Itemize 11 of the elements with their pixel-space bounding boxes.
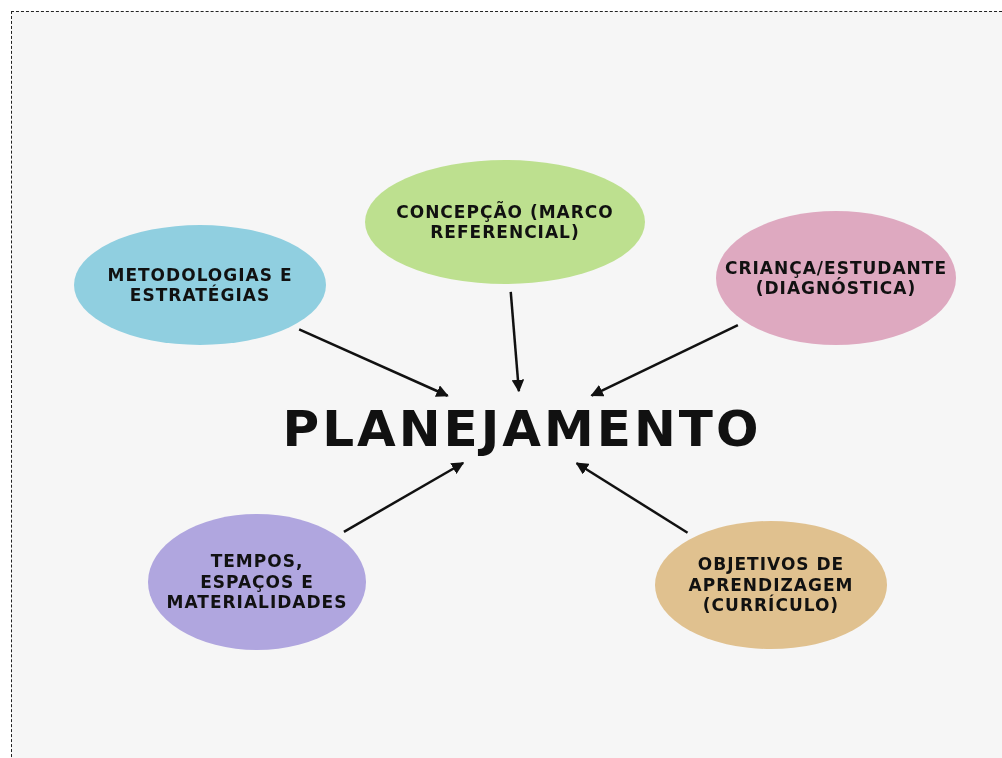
arrow bbox=[343, 461, 465, 533]
arrow bbox=[590, 324, 739, 397]
arrow bbox=[298, 328, 449, 397]
node-label: CRIANÇA/ESTUDANTE (DIAGNÓSTICA) bbox=[723, 257, 949, 299]
arrow bbox=[509, 291, 525, 393]
central-title: PLANEJAMENTO bbox=[282, 399, 762, 459]
node-label: METODOLOGIAS E ESTRATÉGIAS bbox=[106, 264, 294, 306]
node-label: CONCEPÇÃO (MARCO REFERENCIAL) bbox=[395, 201, 615, 243]
node-label: TEMPOS, ESPAÇOS E MATERIALIDADES bbox=[165, 551, 349, 613]
arrow bbox=[575, 462, 689, 534]
node-label: OBJETIVOS DE APRENDIZAGEM (CURRÍCULO) bbox=[687, 554, 855, 616]
